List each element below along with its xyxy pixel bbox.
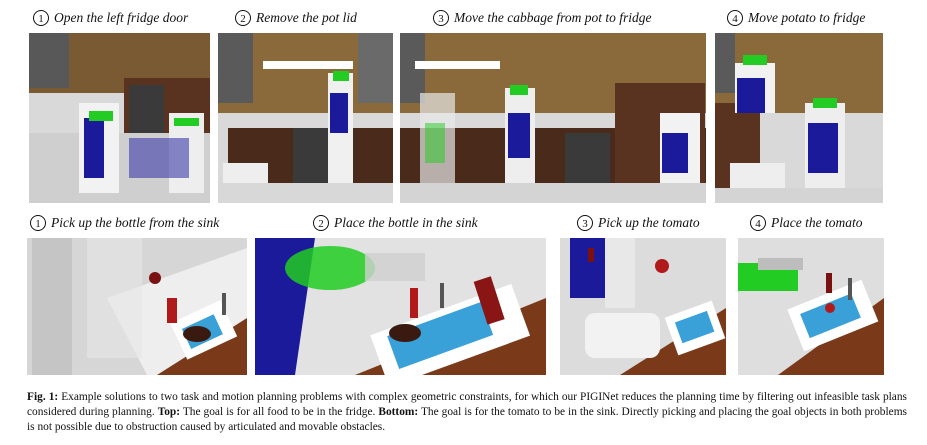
step-number: 3 <box>577 215 593 231</box>
top-caption-1: 1 Open the left fridge door <box>33 10 188 26</box>
step-label: Move potato to fridge <box>748 10 866 25</box>
step-number: 4 <box>750 215 766 231</box>
bottom-caption-4: 4 Place the tomato <box>750 215 862 231</box>
step-number: 1 <box>33 10 49 26</box>
caption-top-label: Top: <box>157 406 181 419</box>
figure-caption: Fig. 1: Example solutions to two task an… <box>27 390 907 436</box>
caption-text-1: Example solutions to two task and motion… <box>27 391 907 419</box>
step-label: Remove the pot lid <box>256 10 357 25</box>
bottom-caption-1: 1 Pick up the bottle from the sink <box>30 215 219 231</box>
step-label: Place the bottle in the sink <box>334 215 478 230</box>
step-label: Move the cabbage from pot to fridge <box>454 10 652 25</box>
step-number: 1 <box>30 215 46 231</box>
scene-top-1 <box>29 33 210 203</box>
caption-text-2: The goal is for all food to be in the fr… <box>180 406 379 419</box>
scene-top-4 <box>715 33 883 203</box>
scene-bottom-4 <box>738 238 884 375</box>
caption-bottom-label: Bottom: <box>378 406 419 419</box>
scene-top-3 <box>400 33 706 203</box>
bottom-caption-3: 3 Pick up the tomato <box>577 215 700 231</box>
top-caption-4: 4 Move potato to fridge <box>727 10 865 26</box>
figure-label: Fig. 1: <box>27 391 59 403</box>
step-number: 2 <box>235 10 251 26</box>
step-label: Pick up the tomato <box>598 215 700 230</box>
top-caption-2: 2 Remove the pot lid <box>235 10 357 26</box>
top-caption-3: 3 Move the cabbage from pot to fridge <box>433 10 651 26</box>
step-label: Open the left fridge door <box>54 10 189 25</box>
step-label: Place the tomato <box>771 215 863 230</box>
scene-bottom-1 <box>27 238 247 375</box>
caption-text-3: The goal is for the tomato to be in the … <box>27 406 907 434</box>
scene-top-2 <box>218 33 393 203</box>
step-label: Pick up the bottle from the sink <box>51 215 220 230</box>
scene-bottom-3 <box>560 238 726 375</box>
step-number: 3 <box>433 10 449 26</box>
scene-bottom-2 <box>255 238 546 375</box>
step-number: 2 <box>313 215 329 231</box>
bottom-caption-2: 2 Place the bottle in the sink <box>313 215 478 231</box>
step-number: 4 <box>727 10 743 26</box>
